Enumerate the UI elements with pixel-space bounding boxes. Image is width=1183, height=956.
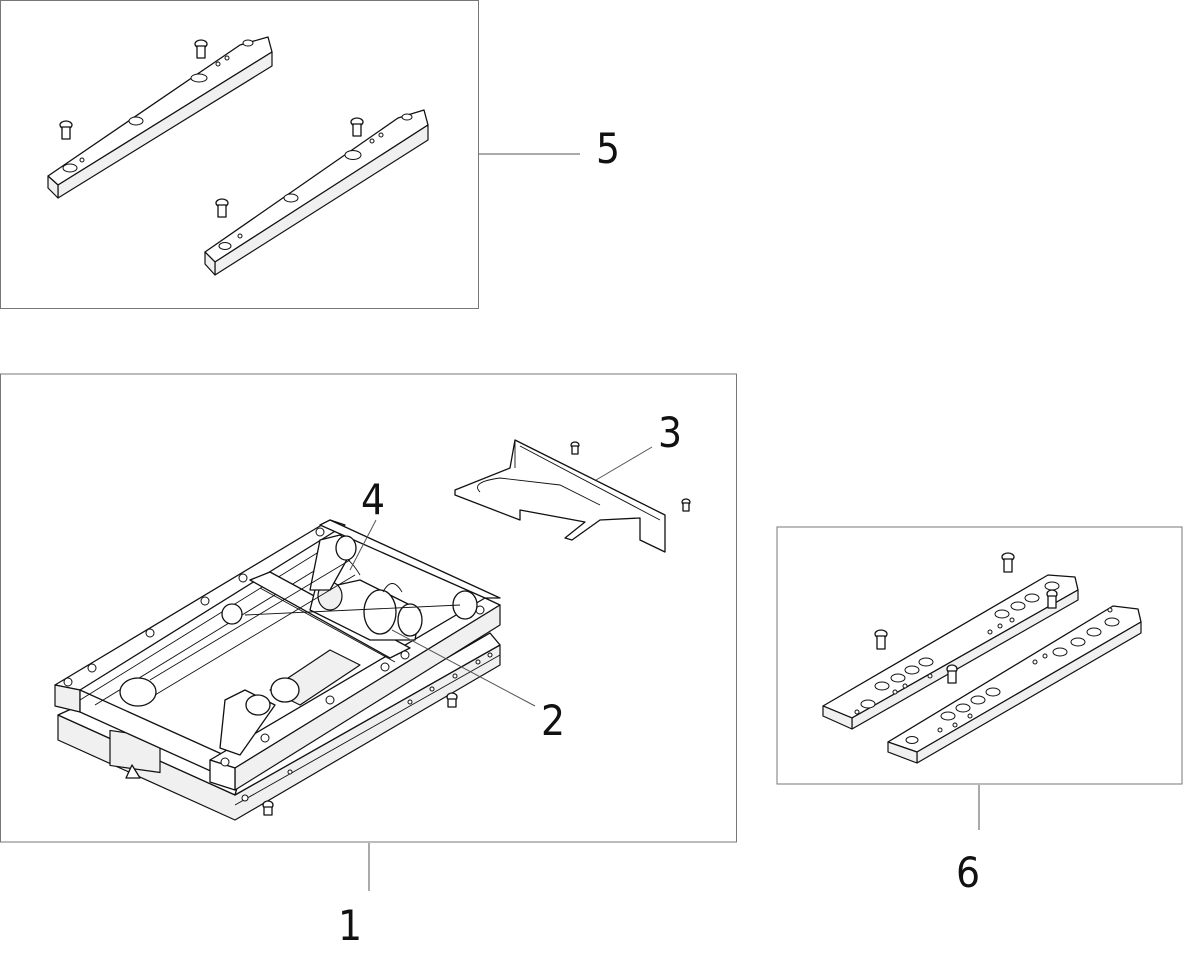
- group-1-frame: [0, 373, 737, 843]
- callout-2: 2: [541, 696, 565, 745]
- callout-3: 3: [658, 408, 682, 457]
- screw-5c: [350, 117, 364, 137]
- bracket-3: [454, 439, 666, 553]
- screw-6d: [946, 664, 958, 684]
- screw-1b: [262, 800, 274, 816]
- drilled-plate-upper: [822, 574, 1079, 730]
- leader-4: [349, 519, 377, 571]
- screw-5a: [194, 39, 208, 59]
- actuator-2: [269, 556, 423, 706]
- group-1-panel: [0, 373, 737, 843]
- screw-6b: [874, 629, 888, 650]
- screw-6a: [1001, 552, 1015, 573]
- callout-4: 4: [361, 475, 385, 524]
- group-6-panel: [776, 526, 1183, 785]
- top-frame: [54, 519, 501, 791]
- screw-3a: [570, 441, 580, 455]
- leader-3: [595, 446, 653, 481]
- drilled-plate-lower: [887, 605, 1142, 764]
- screw-6c: [1046, 589, 1058, 609]
- screw-3b: [681, 498, 691, 512]
- callout-1: 1: [338, 901, 362, 950]
- base-frame: [57, 632, 501, 821]
- group-5-frame: [0, 0, 479, 309]
- callout-5: 5: [596, 124, 620, 173]
- group-5-panel: [0, 0, 479, 309]
- tapered-rail-upper: [47, 36, 273, 199]
- tapered-rail-lower: [204, 109, 429, 276]
- screw-5b: [59, 120, 73, 140]
- screw-1a: [446, 692, 458, 708]
- group-6-frame: [776, 526, 1183, 785]
- screw-5d: [215, 198, 229, 218]
- scissor-links: [119, 534, 478, 756]
- callout-6: 6: [956, 848, 980, 897]
- leader-2: [391, 629, 536, 707]
